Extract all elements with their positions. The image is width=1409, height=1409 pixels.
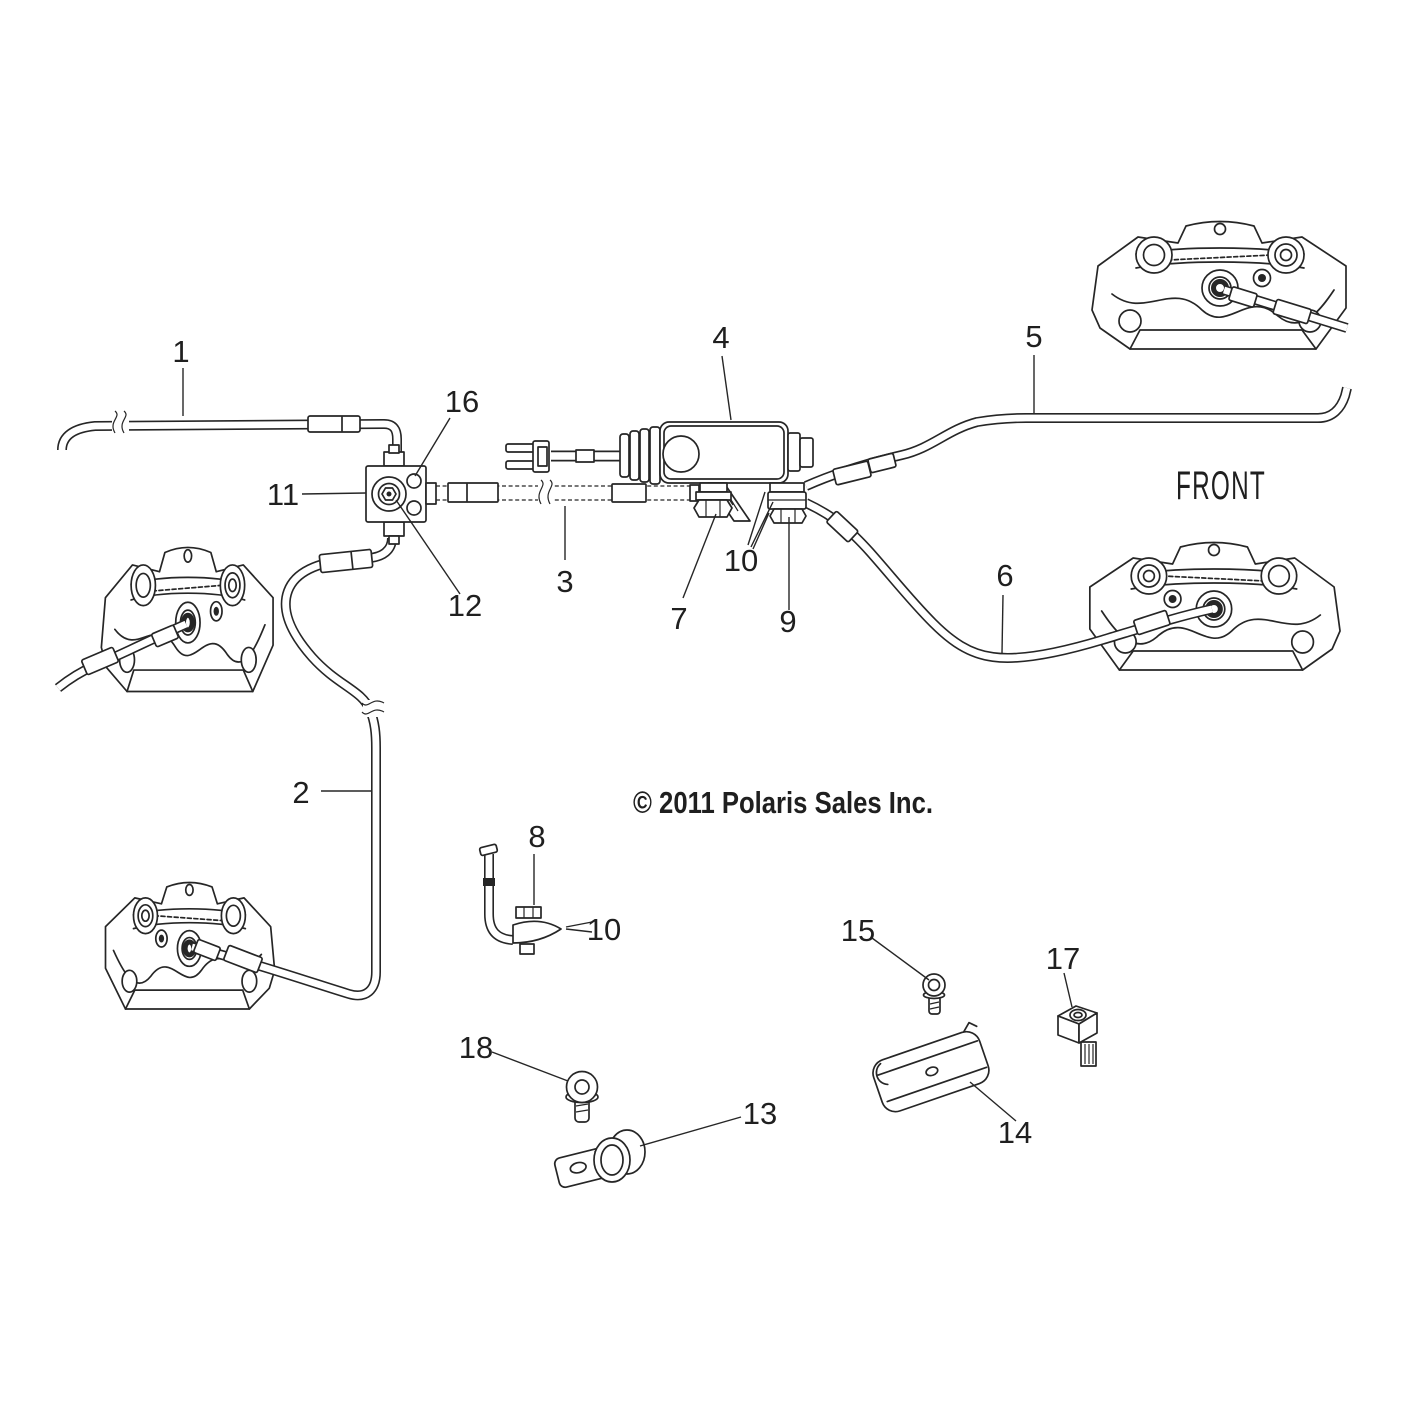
part-13-p-clamp: [553, 1129, 646, 1189]
caliper-rear-right: [1090, 543, 1340, 671]
callout-leaders: [182, 355, 1073, 1147]
callout-4: 4: [712, 320, 729, 355]
callout-2: 2: [292, 775, 309, 810]
callout-3: 3: [556, 564, 573, 599]
caliper-rear-left: [106, 883, 275, 1009]
callout-labels: 1 2 3 4 5 6 7 8 9 10 10 11 12 13 14 15 1…: [172, 319, 1080, 1150]
callout-18-leader: [491, 1051, 569, 1082]
pipe-break-marks: [112, 410, 385, 717]
callout-10-master: 10: [724, 543, 758, 578]
callout-10-hose: 10: [587, 912, 621, 947]
callout-15-leader: [871, 937, 930, 981]
master-cylinder: [659, 421, 814, 524]
caliper-front-left: [101, 547, 273, 691]
callout-12: 12: [448, 588, 482, 623]
callout-17-leader: [1063, 972, 1073, 1008]
clevis-prong-bottom: [505, 460, 537, 470]
callout-17: 17: [1046, 941, 1080, 976]
callout-12-leader: [395, 499, 461, 595]
clevis-push-rod: [505, 426, 661, 485]
callout-13: 13: [743, 1096, 777, 1131]
callout-15: 15: [841, 913, 875, 948]
block-bolt-12: [406, 500, 422, 516]
block-bolt-16: [406, 473, 422, 489]
callout-6-leader: [1001, 594, 1004, 654]
callout-10b-leader: [565, 921, 593, 933]
part-18-bolt: [565, 1070, 599, 1123]
part-17-clip-nut: [1057, 1005, 1098, 1067]
callout-18: 18: [459, 1030, 493, 1065]
callout-14: 14: [998, 1115, 1032, 1150]
callout-16-leader: [414, 417, 451, 477]
copyright-notice: © 2011 Polaris Sales Inc.: [633, 785, 933, 820]
outlet-port-7: [699, 482, 728, 493]
front-direction-label: FRONT: [1176, 464, 1266, 508]
callout-10-fan-leader: [747, 491, 774, 550]
callout-9: 9: [779, 604, 796, 639]
clevis-prong-top: [505, 443, 537, 453]
reservoir-cap: [662, 435, 700, 473]
callout-6: 6: [996, 558, 1013, 593]
callout-13-leader: [639, 1116, 742, 1147]
callout-4-leader: [721, 355, 732, 421]
callout-16: 16: [445, 384, 479, 419]
callout-11: 11: [267, 477, 299, 512]
callout-11-leader: [301, 492, 367, 495]
caliper-front-right: [1092, 222, 1346, 350]
callout-1: 1: [172, 334, 189, 369]
part-14-spring-clip: [872, 1021, 990, 1113]
callout-8: 8: [528, 819, 545, 854]
part-8-hose: [478, 843, 562, 955]
callout-7-leader: [682, 513, 717, 599]
hose-fittings: [80, 286, 1312, 974]
callout-14-leader: [969, 1081, 1017, 1122]
outlet-port-9: [769, 482, 805, 493]
callout-7: 7: [670, 601, 687, 636]
junction-block: [365, 444, 437, 545]
banjo-eyelet-10: [512, 920, 562, 944]
part-15-screw: [922, 973, 946, 1015]
callout-5: 5: [1025, 319, 1042, 354]
boot-bellows: [619, 433, 630, 478]
